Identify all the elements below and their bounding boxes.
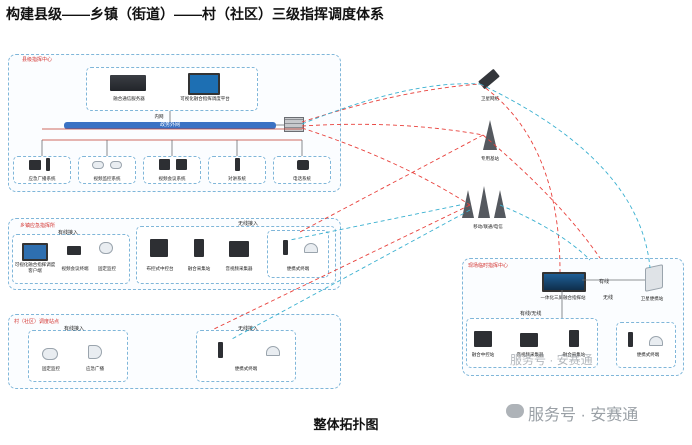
- console-icon: [474, 331, 492, 347]
- town-wireless-device-0: 布控式中控台: [146, 266, 174, 271]
- gov-network-bus: 政务外网: [64, 122, 276, 129]
- county-system-1: [78, 156, 136, 184]
- county-system-2: [143, 156, 201, 184]
- county-device-label-1: 可视化融合指挥调度平台: [180, 96, 230, 101]
- field-device-2: 融合采集站: [562, 352, 586, 357]
- server-icon: [110, 75, 146, 91]
- village-wired-device-0: 固定监控: [42, 366, 60, 371]
- portable-radio-icon: [218, 342, 223, 358]
- field-link-label: 有线/无线: [520, 311, 542, 317]
- field-portable-box: [616, 322, 676, 368]
- page-title: 构建县级——乡镇（街道）——村（社区）三级指挥调度体系: [6, 6, 384, 22]
- dome-terminal-icon: [266, 346, 280, 356]
- county-device-label-0: 融合通信服务器: [113, 96, 145, 101]
- camera-icon: [92, 161, 104, 169]
- camera-icon: [42, 348, 58, 360]
- field-panel-label: 现场临时指挥中心: [468, 263, 509, 269]
- field-device-1: 音视频采集器: [516, 352, 544, 357]
- county-system-label-2: 视频会议系统: [158, 176, 186, 181]
- speaker-icon: [46, 158, 50, 171]
- conference-icon: [159, 159, 170, 170]
- county-panel-label: 县级指挥中心: [22, 57, 53, 63]
- county-system-label-1: 视频监控系统: [93, 176, 121, 181]
- mobile-tower-icon: [478, 186, 490, 218]
- county-system-label-3: 对讲系统: [228, 176, 246, 181]
- village-wired-device-1: 应急广播: [86, 366, 104, 371]
- county-system-label-0: 应急广播系统: [28, 176, 56, 181]
- watermark-large: 服务号 · 安赛通: [528, 407, 639, 424]
- radio-icon: [235, 158, 240, 171]
- town-wired-device-1: 视频会议终端: [61, 266, 89, 271]
- town-wired-device-0: 可视化融合指挥调度客户端: [14, 262, 56, 273]
- dome-terminal-icon: [649, 336, 663, 346]
- village-wireless-device-0: 便携式终端: [234, 366, 258, 371]
- wechat-icon: [506, 404, 524, 418]
- dome-terminal-icon: [304, 243, 318, 253]
- collector-icon: [569, 330, 579, 347]
- county-system-label-4: 电话系统: [293, 176, 311, 181]
- diagram-caption: 整体拓扑图: [313, 417, 379, 432]
- field-main-device: 一体化三屏融合指挥站: [540, 295, 586, 300]
- monitor-icon: [188, 73, 220, 95]
- portable-radio-icon: [628, 332, 633, 347]
- firewall-icon: [284, 117, 304, 132]
- village-wired-label: 有线接入: [64, 326, 85, 332]
- portable-radio-icon: [283, 240, 288, 255]
- intranet-label: 内网: [154, 114, 164, 119]
- town-wireless-device-2: 音视频采集器: [225, 266, 253, 271]
- broadcast-icon: [29, 160, 41, 170]
- satellite-label: 卫星网络: [481, 96, 499, 101]
- watermark-small: 服务号 · 安赛通: [510, 353, 593, 367]
- town-portable-box: [267, 230, 329, 278]
- town-wireless-device-3: 便携式终端: [286, 266, 310, 271]
- village-wireless-box: [196, 330, 296, 382]
- field-satellite-terminal: 卫星便携站: [640, 296, 664, 301]
- camera-icon: [99, 242, 113, 254]
- town-wireless-label: 无线接入: [238, 221, 259, 227]
- collector-icon: [194, 239, 204, 257]
- av-collector-icon: [520, 333, 538, 347]
- three-screen-station-icon: [542, 272, 586, 292]
- video-terminal-icon: [67, 246, 81, 255]
- field-device-3: 便携式终端: [636, 352, 660, 357]
- av-collector-icon: [229, 241, 249, 257]
- village-wireless-label: 无线接入: [238, 326, 259, 332]
- laptop-icon: [22, 243, 48, 261]
- village-panel-label: 村（社区）调度站点: [14, 319, 60, 325]
- field-device-0: 融合中控站: [471, 352, 495, 357]
- camera-icon: [110, 161, 122, 169]
- town-wired-label: 有线接入: [58, 230, 79, 236]
- base-station-icon: [483, 120, 497, 150]
- console-icon: [150, 239, 168, 257]
- town-panel-label: 乡镇应急指挥所: [20, 223, 56, 229]
- phone-icon: [297, 160, 309, 170]
- county-system-0: [13, 156, 71, 184]
- base-station-label: 专用基站: [481, 156, 499, 161]
- mobile-network-label: 移动/联通/电信: [473, 224, 503, 229]
- loudspeaker-icon: [88, 345, 102, 359]
- field-wireless-label: 无线: [603, 295, 614, 301]
- mobile-tower-icon: [494, 190, 506, 218]
- town-wireless-device-1: 融合采集站: [187, 266, 211, 271]
- field-wired-label: 有线: [599, 279, 610, 285]
- conference-icon: [176, 159, 187, 170]
- town-wired-device-2: 固定监控: [98, 266, 116, 271]
